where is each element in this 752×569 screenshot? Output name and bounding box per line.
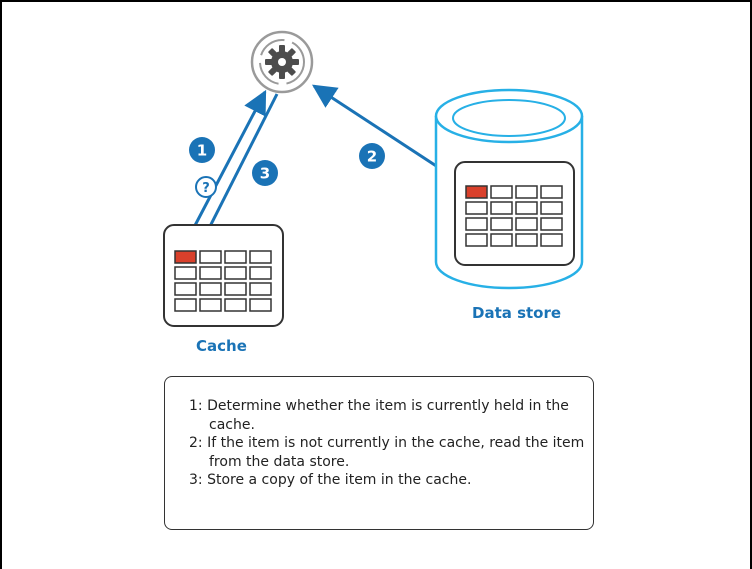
- data-store-cell: [515, 217, 538, 231]
- data-store-cell: [515, 233, 538, 247]
- cache-highlighted-cell: [174, 250, 197, 264]
- svg-text:2: 2: [367, 148, 377, 166]
- data-store-cell: [490, 201, 513, 215]
- gear-icon: [250, 30, 314, 94]
- data-store-cell: [465, 201, 488, 215]
- cache-cell: [199, 266, 222, 280]
- cache-cell: [249, 266, 272, 280]
- question-badge: ?: [195, 176, 217, 198]
- svg-text:?: ?: [202, 181, 210, 196]
- step-badge-2: 2: [359, 143, 385, 169]
- cache-cell: [199, 250, 222, 264]
- cache-cell: [174, 282, 197, 296]
- cache-cell: [224, 266, 247, 280]
- cache-cell: [174, 266, 197, 280]
- step-2-text: 2: If the item is not currently in the c…: [189, 435, 585, 470]
- cache-cell: [224, 282, 247, 296]
- steps-legend: 1: Determine whether the item is current…: [164, 376, 594, 530]
- data-store-cell: [515, 185, 538, 199]
- data-store-cell: [540, 233, 563, 247]
- cache-cell: [199, 282, 222, 296]
- data-store-label: Data store: [472, 304, 562, 322]
- data-store-table: [454, 161, 575, 266]
- cache-label: Cache: [196, 337, 247, 355]
- step-badge-3: 3: [252, 160, 278, 186]
- data-store-cell: [540, 217, 563, 231]
- data-store-cell: [490, 233, 513, 247]
- data-store-cell: [540, 185, 563, 199]
- data-store-cell: [490, 185, 513, 199]
- step-3-text: 3: Store a copy of the item in the cache…: [189, 472, 472, 488]
- cache-cell: [249, 282, 272, 296]
- step-badge-1: 1: [189, 137, 215, 163]
- cache-table: [163, 224, 284, 327]
- cache-cell: [249, 250, 272, 264]
- cache-cell: [224, 298, 247, 312]
- data-store-cell: [465, 217, 488, 231]
- data-store-cell: [540, 201, 563, 215]
- data-store-cell: [465, 233, 488, 247]
- svg-text:3: 3: [260, 165, 270, 183]
- data-store-highlighted-cell: [465, 185, 488, 199]
- cache-cell: [199, 298, 222, 312]
- data-store-cell: [490, 217, 513, 231]
- cache-cell: [224, 250, 247, 264]
- svg-text:1: 1: [197, 142, 207, 160]
- cache-cell: [249, 298, 272, 312]
- step-1-text: 1: Determine whether the item is current…: [189, 398, 569, 433]
- cache-cell: [174, 298, 197, 312]
- data-store-cell: [515, 201, 538, 215]
